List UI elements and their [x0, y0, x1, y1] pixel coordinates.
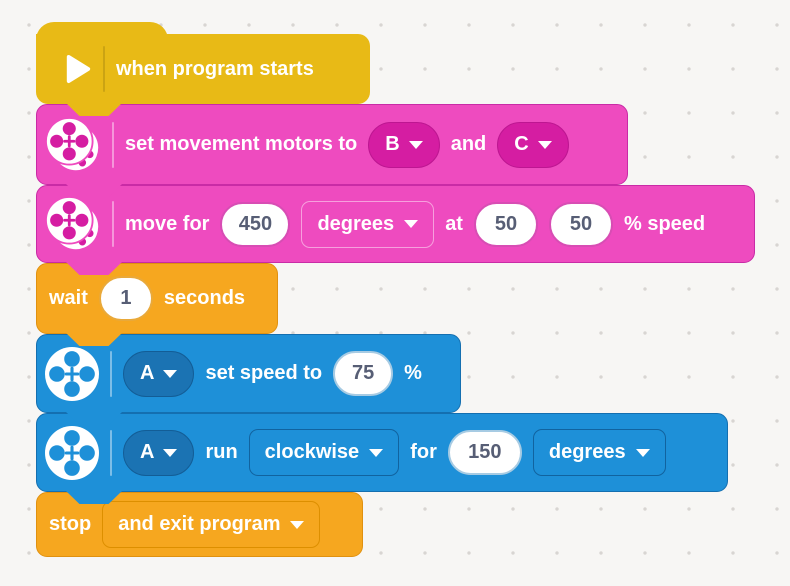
divider — [110, 429, 112, 476]
divider — [110, 350, 112, 397]
connector-tab — [66, 333, 122, 346]
connector-tab — [66, 262, 122, 275]
motor-port-dropdown[interactable]: A — [123, 350, 195, 397]
unit-dropdown[interactable]: degrees — [301, 200, 435, 248]
dropdown-arrow-icon — [537, 140, 552, 149]
block-label: at — [445, 212, 463, 235]
block-label: % speed — [623, 212, 706, 235]
value-input[interactable]: 1 — [98, 276, 153, 321]
input-value: 1 — [120, 287, 132, 309]
speed-input[interactable]: 50 — [473, 201, 538, 247]
input-value: 450 — [238, 212, 273, 235]
dropdown-value: degrees — [317, 212, 395, 235]
dropdown-value: and exit program — [118, 513, 281, 535]
block-set-movement-motors[interactable]: set movement motors to B and C — [36, 104, 628, 185]
connector-tab — [66, 184, 122, 197]
block-label: seconds — [163, 287, 246, 309]
connector-tab — [66, 103, 122, 116]
dropdown-arrow-icon — [290, 520, 305, 529]
direction-dropdown[interactable]: clockwise — [248, 429, 400, 476]
block-label: for — [410, 441, 437, 463]
block-stop[interactable]: stop and exit program — [36, 492, 363, 557]
block-label: and — [450, 133, 487, 155]
motor-port-dropdown[interactable]: B — [368, 121, 440, 168]
divider — [103, 46, 105, 92]
block-set-speed[interactable]: A set speed to 75 % — [36, 334, 461, 413]
play-icon — [66, 55, 91, 83]
input-value: 50 — [569, 212, 593, 235]
motor-port-dropdown[interactable]: A — [123, 429, 195, 476]
block-label: stop — [49, 513, 92, 535]
double-motor-icon — [45, 196, 99, 250]
dropdown-arrow-icon — [163, 448, 178, 457]
motor-port-dropdown[interactable]: C — [497, 121, 569, 168]
connector-tab — [66, 412, 122, 425]
dropdown-value: A — [140, 362, 155, 384]
unit-dropdown[interactable]: degrees — [532, 429, 666, 476]
dropdown-value: C — [514, 133, 529, 155]
block-label: move for — [125, 212, 210, 235]
speed-input[interactable]: 50 — [548, 201, 613, 247]
block-label: set speed to — [205, 362, 323, 384]
block-label: % — [404, 362, 422, 384]
double-motor-icon — [45, 116, 99, 170]
dropdown-arrow-icon — [404, 220, 419, 228]
block-when-program-starts[interactable]: when program starts — [36, 34, 370, 104]
block-label: set movement motors to — [125, 133, 358, 155]
dropdown-arrow-icon — [408, 140, 423, 149]
divider — [112, 121, 114, 168]
block-move-for[interactable]: move for 450 degrees at 50 50 % speed — [36, 185, 755, 263]
block-label: when program starts — [116, 57, 314, 80]
dropdown-arrow-icon — [369, 448, 384, 457]
block-label: run — [205, 441, 238, 463]
block-label: wait — [49, 287, 88, 309]
dropdown-value: clockwise — [264, 441, 360, 463]
motor-icon — [45, 346, 99, 401]
block-run-motor[interactable]: A run clockwise for 150 degrees — [36, 413, 728, 492]
dropdown-value: B — [385, 133, 400, 155]
dropdown-arrow-icon — [163, 369, 178, 378]
input-value: 50 — [494, 212, 518, 235]
value-input[interactable]: 450 — [220, 201, 291, 247]
input-value: 75 — [352, 362, 375, 384]
dropdown-value: degrees — [548, 441, 626, 463]
divider — [112, 201, 114, 247]
speed-input[interactable]: 75 — [333, 351, 394, 396]
value-input[interactable]: 150 — [447, 430, 522, 475]
block-wait[interactable]: wait 1 seconds — [36, 263, 278, 334]
input-value: 150 — [468, 441, 502, 463]
stop-option-dropdown[interactable]: and exit program — [102, 501, 321, 548]
dropdown-value: A — [140, 441, 155, 463]
dropdown-arrow-icon — [635, 448, 650, 457]
connector-tab — [66, 491, 122, 504]
motor-icon — [45, 425, 99, 480]
